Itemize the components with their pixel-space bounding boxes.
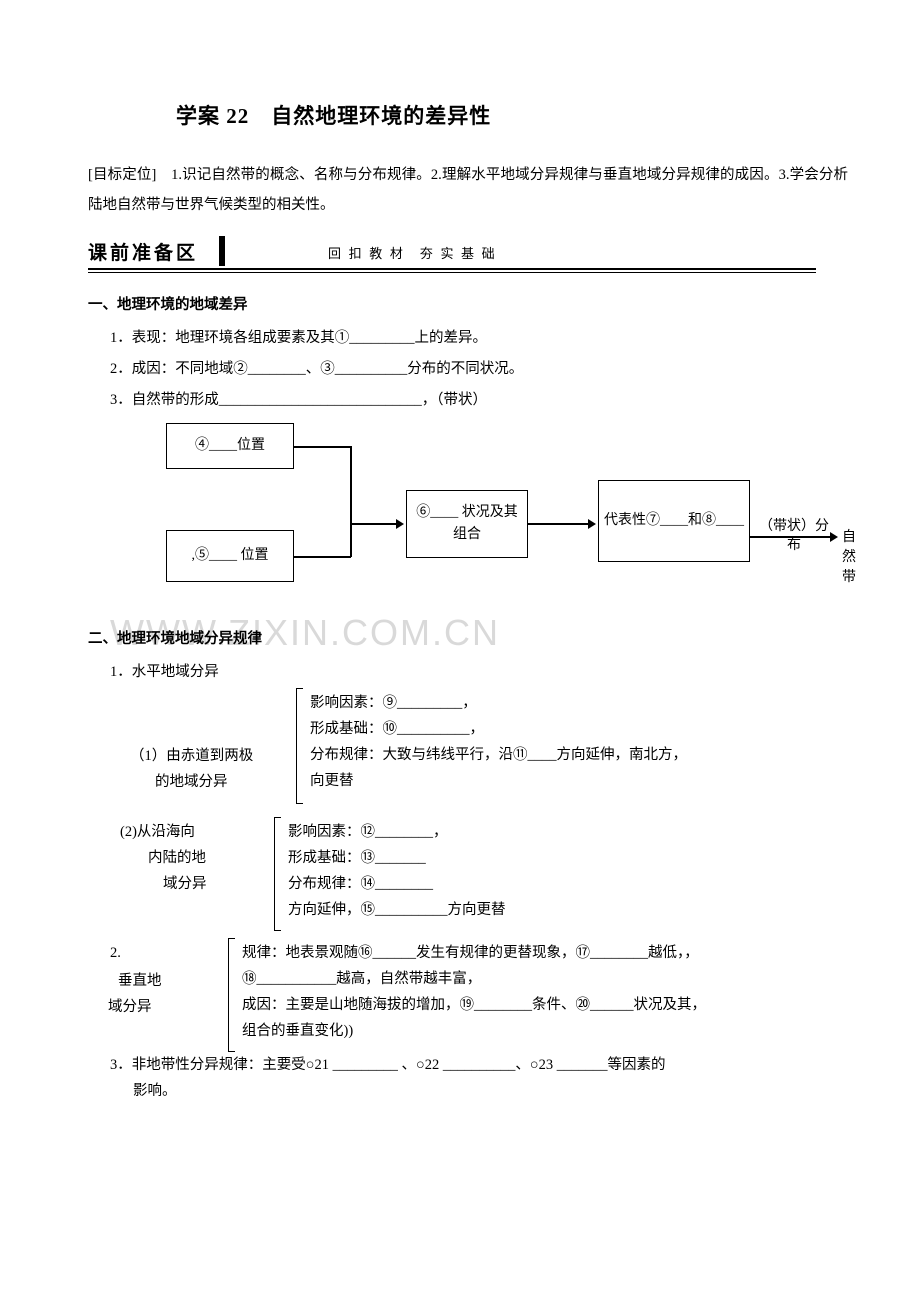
chart-line-5: [350, 523, 398, 525]
chart-arrow-1: [396, 519, 404, 529]
chart-box-position-1: ④____位置: [166, 423, 294, 469]
group3-row-2: ⑱___________越高，自然带越丰富，: [242, 971, 482, 987]
group1-row-2: 形成基础：⑩__________，: [310, 721, 484, 737]
group3-label-line3: 域分异: [108, 999, 152, 1015]
chart-label-distribution: （带状）分布: [759, 519, 829, 553]
group1-label-line1: （1）由赤道到两极: [130, 748, 254, 764]
chart-line-3: [294, 556, 351, 558]
watermark: WWW.ZIXIN.COM.CN: [110, 612, 500, 653]
section-rule-thin: [88, 272, 816, 273]
chart-line-2: [350, 446, 352, 524]
group1-row-4: 向更替: [310, 773, 354, 789]
heading-section-one: 一、地理环境的地域差异: [88, 297, 248, 313]
group2-label-line2: 内陆的地: [148, 850, 206, 866]
group3-label-line1: 2.: [110, 945, 121, 961]
group2-row-4: 方向延伸，⑮__________方向更替: [288, 902, 506, 918]
group2-row-3: 分布规律：⑭________: [288, 876, 433, 892]
group2-brace: [274, 817, 281, 931]
chart-arrow-2: [588, 519, 596, 529]
section-header: 课前准备区 回 扣 教 材 夯 实 基 础: [88, 236, 848, 273]
part2-item-3-line1: 3．非地带性分异规律：主要受○21 _________ 、○22 _______…: [110, 1057, 666, 1073]
group1-row-1: 影响因素：⑨_________，: [310, 695, 477, 711]
chart-line-7: [750, 536, 832, 538]
group2-row-1: 影响因素：⑫________，: [288, 824, 448, 840]
part2-item-3-line2: 影响。: [133, 1083, 177, 1099]
group2-row-2: 形成基础：⑬_______: [288, 850, 426, 866]
chart-line-4: [350, 524, 352, 557]
group3-brace: [228, 938, 235, 1052]
flow-chart: ④____位置 ,⑤____ 位置 ⑥____ 状况及其组合 代表性⑦____和…: [88, 418, 858, 618]
chart-arrow-3: [830, 532, 838, 542]
part1-item-3: 3．自然带的形成____________________________，（带状…: [110, 392, 487, 408]
group2-label-line3: 域分异: [163, 876, 207, 892]
chart-line-6: [528, 523, 590, 525]
section-rule-thick: [88, 268, 816, 270]
page-title: 学案 22 自然地理环境的差异性: [176, 104, 492, 128]
chart-box-position-2: ,⑤____ 位置: [166, 530, 294, 582]
objective-text: [目标定位] 1.识记自然带的概念、名称与分布规律。2.理解水平地域分异规律与垂…: [88, 167, 848, 213]
group1-row-3: 分布规律：大致与纬线平行，沿⑪____方向延伸，南北方，: [310, 747, 687, 763]
section-subtitle: 回 扣 教 材 夯 实 基 础: [328, 246, 497, 261]
heading-section-two: 二、地理环境地域分异规律: [88, 631, 262, 647]
group3-label-line2: 垂直地: [118, 973, 162, 989]
chart-box-representative: 代表性⑦____和⑧____: [598, 480, 750, 562]
group3-row-4: 组合的垂直变化)): [242, 1023, 354, 1039]
chart-box-conditions: ⑥____ 状况及其组合: [406, 490, 528, 558]
part2-sub-1: 1．水平地域分异: [110, 664, 219, 680]
part1-item-2: 2．成因：不同地域②________、③__________分布的不同状况。: [110, 361, 524, 377]
group1-brace: [296, 688, 303, 804]
group3-row-1: 规律：地表景观随⑯______发生有规律的更替现象，⑰________越低，，: [242, 945, 699, 961]
chart-line-1: [294, 446, 351, 448]
part1-item-1: 1．表现：地理环境各组成要素及其①_________上的差异。: [110, 330, 487, 346]
group1-label-line2: 的地域分异: [155, 774, 228, 790]
section-divider-bar: [219, 236, 225, 266]
group3-row-3: 成因：主要是山地随海拔的增加，⑲________条件、⑳______状况及其，: [242, 997, 706, 1013]
group2-label-line1: (2)从沿海向: [120, 824, 195, 840]
chart-label-result: 自然带: [842, 530, 856, 585]
section-name: 课前准备区: [88, 243, 199, 264]
